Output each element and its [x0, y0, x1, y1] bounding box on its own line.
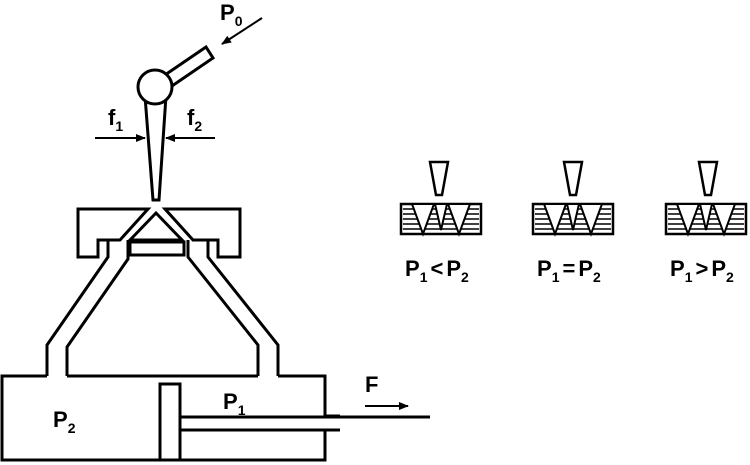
right-passage [186, 240, 280, 376]
state-icon-1 [399, 160, 483, 237]
jet-pipe [143, 94, 168, 202]
left-passage [45, 240, 130, 376]
state-nozzle [562, 160, 584, 197]
state-nozzle [697, 160, 719, 197]
state-icon-2 [531, 160, 615, 237]
label-p0: P0 [220, 0, 243, 29]
pivot-joint [136, 68, 174, 106]
state-caption-3: P1>P2 [670, 256, 734, 285]
label-force: F [365, 372, 378, 397]
p0-arrow [221, 17, 263, 45]
state-icon-3 [664, 160, 748, 237]
state-nozzle [428, 160, 450, 197]
piston [158, 382, 182, 462]
label-f2: f2 [187, 105, 202, 134]
state-caption-2: P1=P2 [537, 256, 601, 285]
state-caption-1: P1<P2 [405, 256, 469, 285]
piston-rod [180, 415, 430, 432]
jet-position-states: P1<P2 P1=P2 P1>P2 [399, 160, 748, 285]
label-p2-chamber: P2 [53, 407, 76, 436]
receiver-block [76, 207, 242, 259]
label-p1-chamber: P1 [223, 389, 246, 418]
label-f1: f1 [108, 105, 123, 134]
